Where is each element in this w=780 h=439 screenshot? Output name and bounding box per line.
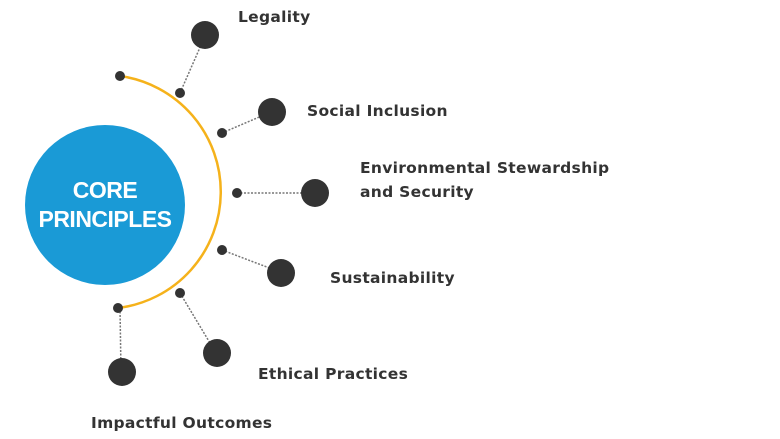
core-title-line2: PRINCIPLES bbox=[38, 206, 172, 232]
node-social-inclusion bbox=[258, 98, 286, 126]
arc bbox=[117, 74, 223, 310]
node-impactful-outcomes bbox=[108, 358, 136, 386]
junction-dot bbox=[175, 88, 185, 98]
junction-dot bbox=[217, 128, 227, 138]
label-environmental-line1: Environmental Stewardship bbox=[360, 159, 610, 177]
node-ethical-practices bbox=[203, 339, 231, 367]
core-circle bbox=[25, 125, 185, 285]
arc-end-dot-bottom bbox=[113, 303, 123, 313]
node-sustainability bbox=[267, 259, 295, 287]
label-environmental-line2: and Security bbox=[360, 183, 474, 201]
label-impactful-outcomes: Impactful Outcomes bbox=[91, 414, 273, 432]
junction-dot bbox=[232, 188, 242, 198]
label-ethical-practices: Ethical Practices bbox=[258, 365, 409, 383]
node-legality bbox=[191, 21, 219, 49]
core-title-line1: CORE bbox=[72, 177, 138, 203]
junction-dot bbox=[175, 288, 185, 298]
label-environmental-stewardship: Environmental Stewardship and Security bbox=[360, 156, 609, 204]
label-social-inclusion: Social Inclusion bbox=[307, 102, 448, 120]
junction-dot bbox=[217, 245, 227, 255]
arc-end-dot-top bbox=[115, 71, 125, 81]
node-environmental-stewardship bbox=[301, 179, 329, 207]
core-title: CORE PRINCIPLES bbox=[25, 125, 185, 285]
label-legality: Legality bbox=[238, 8, 311, 26]
label-sustainability: Sustainability bbox=[330, 269, 455, 287]
